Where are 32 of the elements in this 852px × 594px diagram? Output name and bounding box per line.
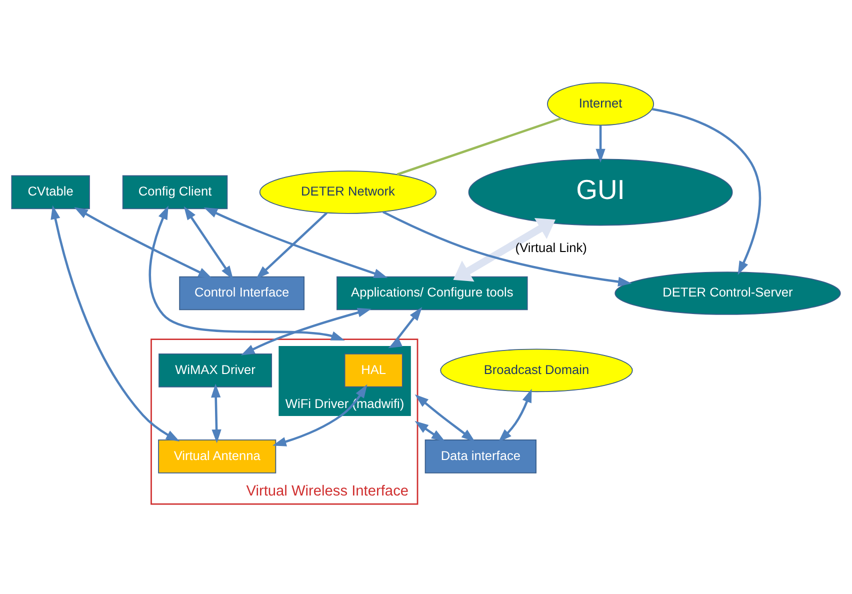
arrow — [256, 212, 328, 280]
node-box: WiMAX Driver — [158, 353, 272, 388]
arrow — [240, 308, 372, 356]
node-box: HAL — [344, 353, 403, 388]
node-ellipse: Broadcast Domain — [440, 348, 633, 392]
node-box: Virtual Antenna — [158, 440, 276, 474]
node-ellipse: DETER Network — [259, 170, 437, 214]
arrow — [184, 206, 234, 280]
arrow — [148, 206, 345, 340]
node-box: Applications/ Configure tools — [336, 276, 528, 310]
node-box: Config Client — [122, 175, 228, 210]
node-ellipse: GUI — [468, 158, 733, 226]
arrow — [498, 388, 532, 442]
arrow — [211, 384, 222, 444]
arrow — [204, 207, 388, 278]
arrow — [382, 210, 632, 286]
node-box: Control Interface — [179, 276, 304, 310]
arrow — [652, 108, 762, 275]
node-ellipse: DETER Control-Server — [614, 272, 841, 315]
arrow — [272, 384, 368, 446]
arrow — [596, 125, 606, 163]
arrow — [388, 307, 422, 348]
edge-label: (Virtual Link) — [515, 240, 587, 255]
arrow — [453, 218, 556, 282]
node-ellipse: Internet — [547, 82, 654, 126]
node-box: Data interface — [424, 440, 536, 474]
arrow — [414, 394, 476, 442]
arrow — [74, 207, 212, 278]
connector — [396, 117, 562, 176]
arrow — [50, 205, 180, 442]
node-box: CVtable — [11, 175, 90, 210]
arrow — [414, 420, 446, 442]
